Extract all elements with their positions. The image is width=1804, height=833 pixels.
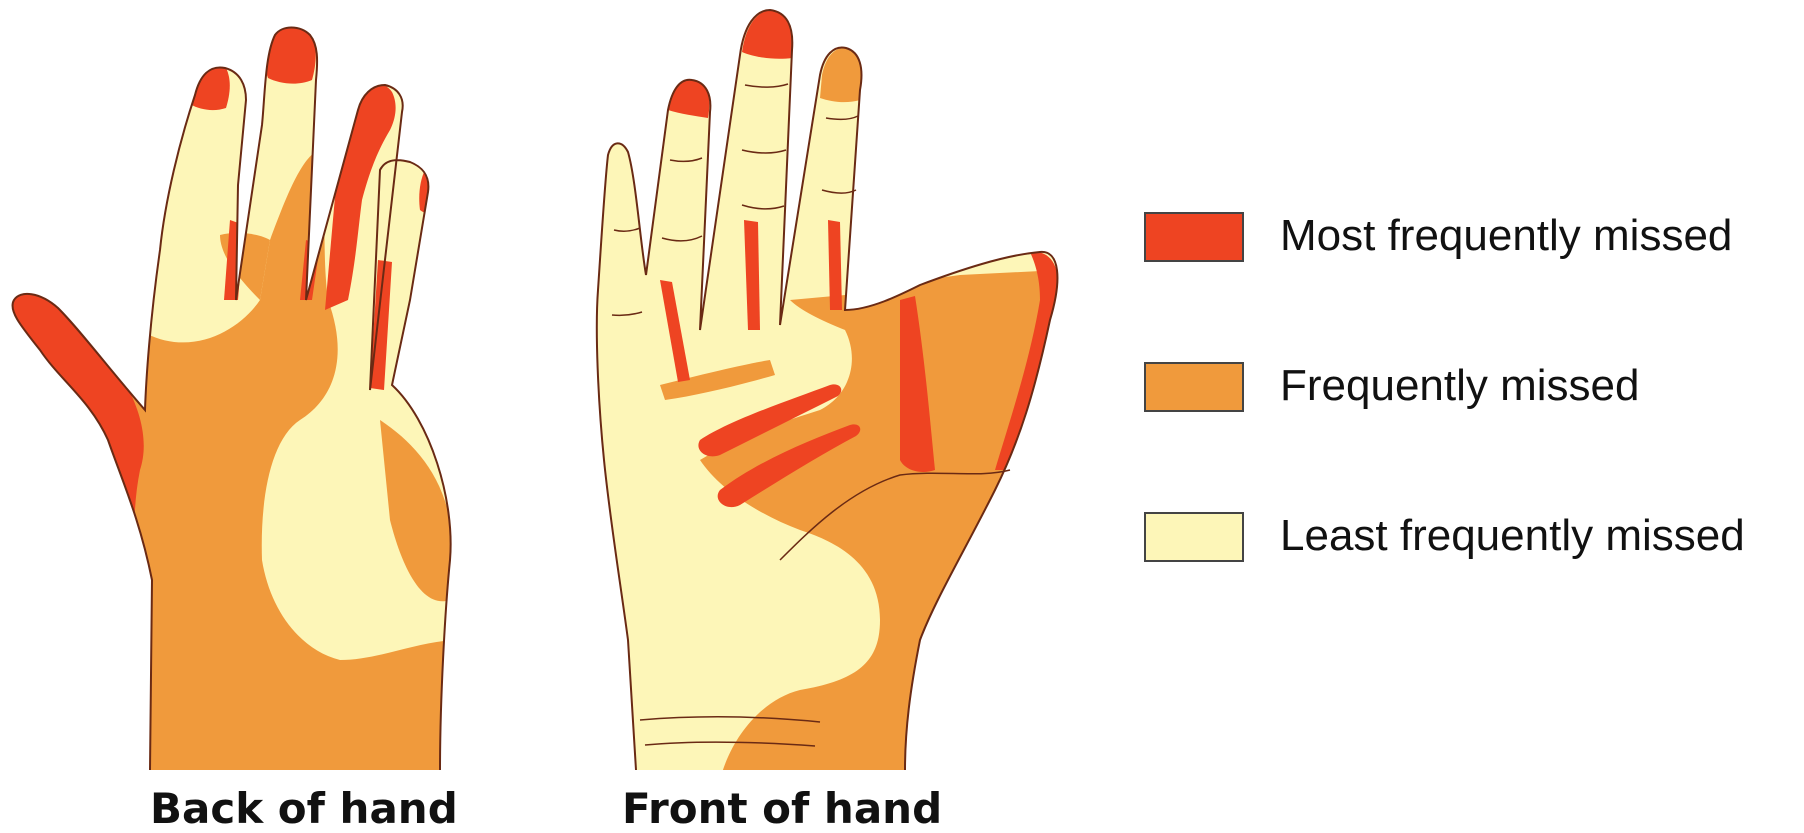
legend-swatch-orange (1144, 362, 1244, 412)
legend-swatch-red (1144, 212, 1244, 262)
front-of-hand-label: Front of hand (622, 784, 942, 833)
back-of-hand-drawing (0, 24, 460, 780)
legend-label: Most frequently missed (1280, 206, 1732, 266)
front-web-red-3 (828, 220, 842, 310)
front-ring-tip (820, 48, 862, 102)
legend-item-least-frequently-missed: Least frequently missed (1144, 506, 1804, 566)
back-of-hand-label: Back of hand (150, 784, 458, 833)
legend-label: Frequently missed (1280, 356, 1639, 416)
legend-swatch-yellow (1144, 512, 1244, 562)
legend-item-most-frequently-missed: Most frequently missed (1144, 206, 1804, 266)
back-hand-thumb-red (0, 280, 144, 650)
legend-label: Least frequently missed (1280, 506, 1745, 566)
front-of-hand-drawing (597, 10, 1060, 780)
legend-item-frequently-missed: Frequently missed (1144, 356, 1804, 416)
